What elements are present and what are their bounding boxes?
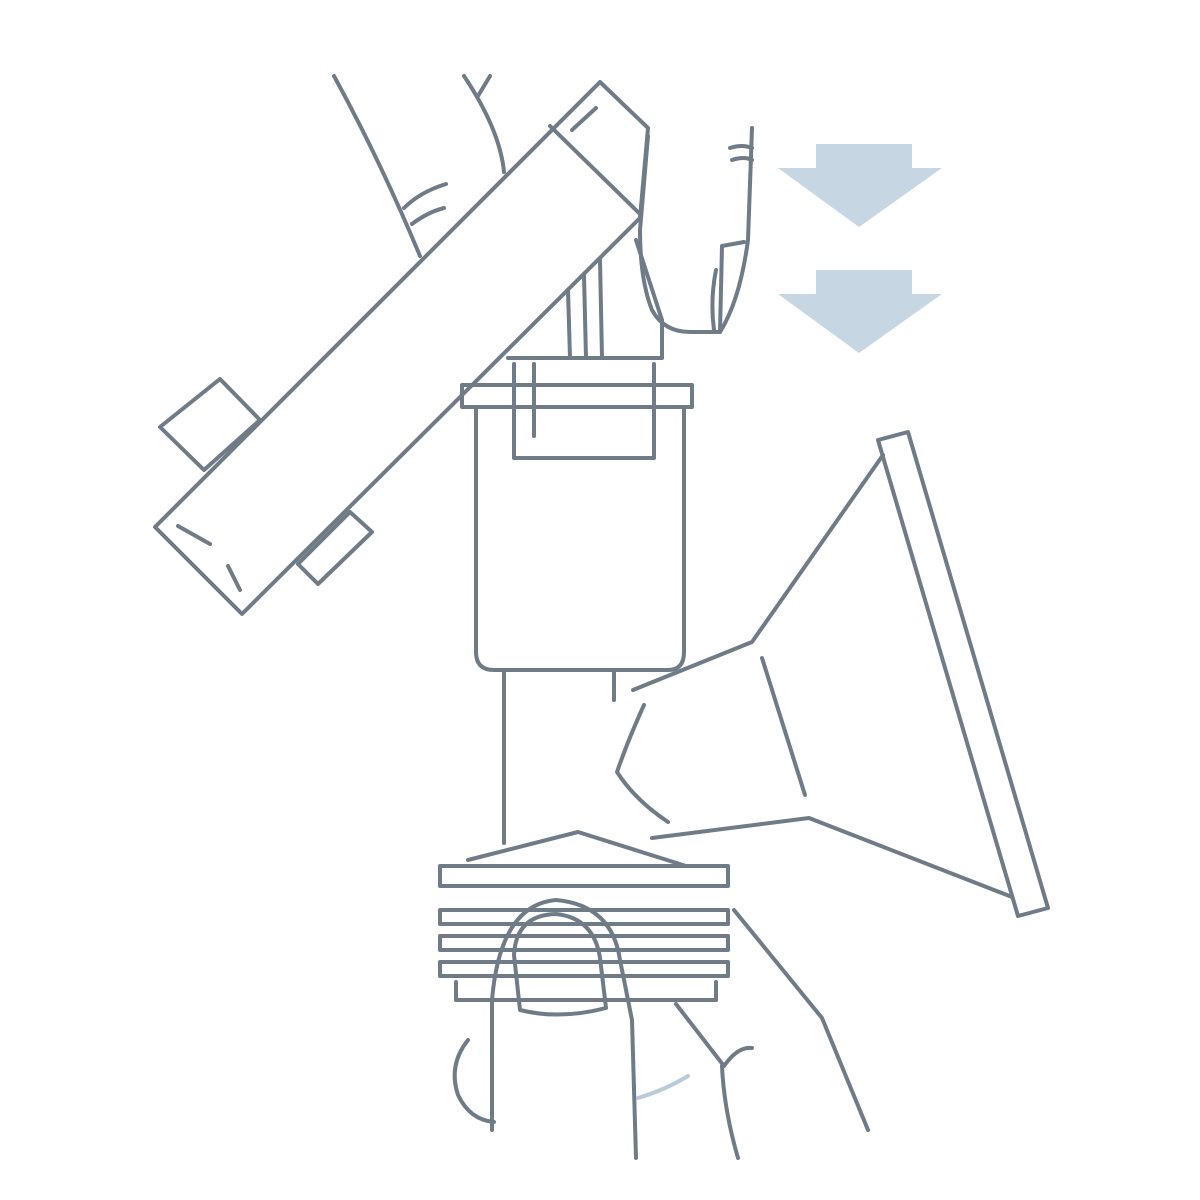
pump-body bbox=[460, 362, 694, 845]
handle-tab-lower bbox=[296, 510, 374, 586]
skin-accent-line bbox=[636, 1074, 690, 1100]
thumb bbox=[490, 898, 638, 1160]
shield-funnel-top bbox=[631, 453, 885, 692]
index-finger bbox=[638, 126, 754, 334]
finger-crease bbox=[728, 144, 754, 162]
pump-inner-window bbox=[512, 362, 656, 460]
top-hand bbox=[332, 74, 754, 334]
cap-base bbox=[454, 980, 718, 1002]
finger-outline-left bbox=[332, 74, 422, 258]
cap-ring bbox=[438, 934, 730, 952]
shield-neck-curve bbox=[615, 703, 670, 824]
handle-neck bbox=[506, 238, 664, 360]
shield-funnel-bottom bbox=[650, 816, 1014, 899]
finger-crease bbox=[402, 182, 448, 226]
cap-cone bbox=[466, 830, 688, 868]
cap-ring bbox=[438, 908, 730, 926]
handle-tip-mark bbox=[176, 524, 242, 592]
finger-nick bbox=[476, 74, 492, 98]
handle-end-mark bbox=[570, 106, 598, 132]
pump-cylinder bbox=[474, 406, 686, 672]
finger-back bbox=[732, 908, 870, 1132]
finger-knuckle bbox=[674, 1002, 754, 1160]
cap-ring bbox=[438, 960, 730, 978]
shield-funnel-crease bbox=[760, 656, 807, 797]
cap-ring-top bbox=[438, 864, 730, 888]
bottom-hand bbox=[452, 898, 870, 1160]
index-fingernail bbox=[710, 240, 746, 334]
hand-palm-curve bbox=[452, 1038, 496, 1124]
down-arrow-icon bbox=[778, 144, 942, 227]
shield-rim bbox=[876, 430, 1050, 918]
push-down-arrows bbox=[778, 144, 942, 353]
down-arrow-icon bbox=[778, 270, 942, 353]
handle-tab-upper bbox=[158, 377, 262, 472]
valve-cap bbox=[438, 830, 730, 1002]
handle-bar bbox=[153, 80, 650, 616]
breast-shield bbox=[615, 430, 1050, 918]
handle-inner-edge bbox=[548, 124, 642, 216]
finger-outline-middle bbox=[462, 74, 506, 174]
pump-handle bbox=[153, 80, 664, 616]
pump-top-collar bbox=[460, 383, 694, 409]
thumb-nail bbox=[512, 912, 608, 1017]
